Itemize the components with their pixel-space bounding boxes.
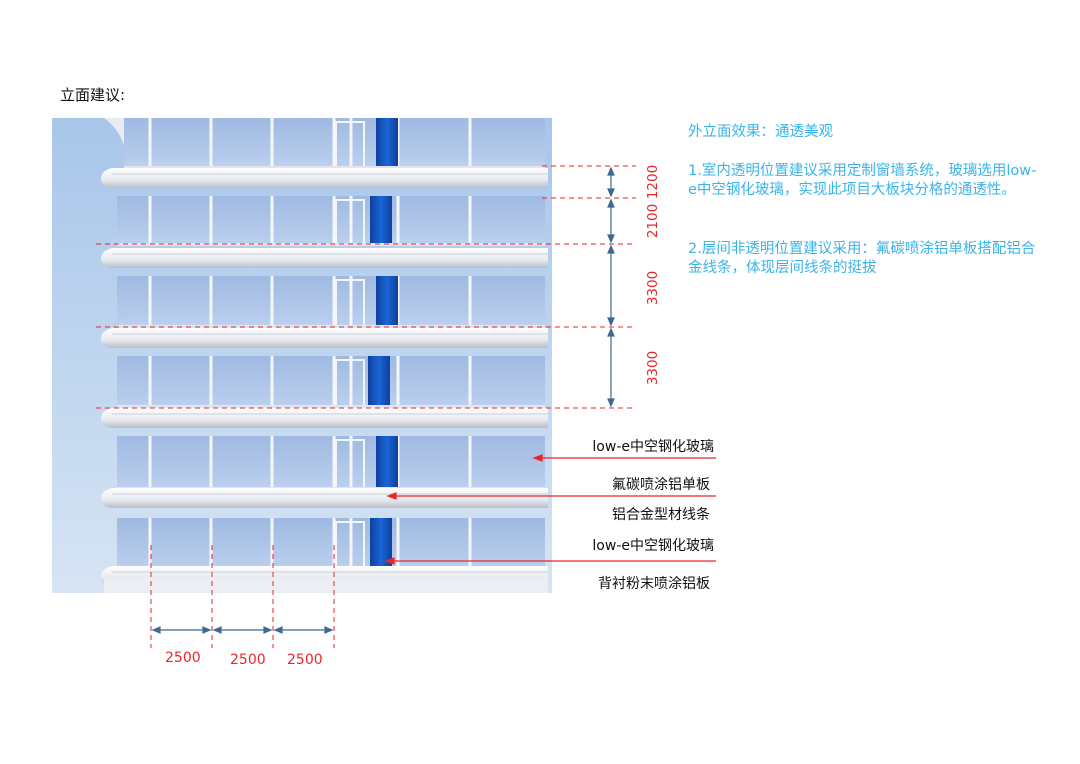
aluminum-accent-panel <box>376 118 398 168</box>
aluminum-accent-panel <box>370 196 392 245</box>
glass-band <box>117 436 545 489</box>
aluminum-accent-panel <box>368 356 390 407</box>
mullion <box>148 276 152 327</box>
mullion <box>209 276 213 327</box>
mullion <box>349 118 353 168</box>
callout-glass-top: low-e中空钢化玻璃 <box>592 439 714 455</box>
mullion <box>148 436 152 489</box>
vertical-dimension-arrows <box>607 166 615 408</box>
mullion <box>468 518 472 570</box>
glass-band <box>117 518 545 570</box>
floor-slab <box>100 488 548 508</box>
dim-label-1200: 1200 <box>645 164 662 200</box>
floor-slab <box>100 168 548 188</box>
mullion <box>148 118 152 168</box>
floor-slab <box>100 248 548 268</box>
mullion <box>468 276 472 327</box>
callout-aluminum-profile: 铝合金型材线条 <box>612 507 710 523</box>
mullion <box>270 196 274 245</box>
mullion <box>349 518 353 570</box>
glass-band <box>117 276 545 327</box>
mullion <box>468 118 472 168</box>
mullion <box>332 436 336 489</box>
mullion <box>349 196 353 245</box>
mullion <box>349 276 353 327</box>
mullion <box>349 436 353 489</box>
mullion <box>332 196 336 245</box>
aluminum-accent-panel <box>370 518 392 570</box>
dim-label-3300-a: 3300 <box>645 270 662 306</box>
callout-aluminum-panel: 氟碳喷涂铝单板 <box>612 477 710 493</box>
mullion <box>209 518 213 570</box>
mullion <box>148 518 152 570</box>
floor-slab <box>100 408 548 428</box>
horizontal-dimension-lines <box>150 545 335 648</box>
mullion <box>209 356 213 407</box>
mullion <box>396 518 400 570</box>
dim-label-2500-a: 2500 <box>165 650 201 666</box>
mullion <box>468 356 472 407</box>
floor-slab <box>100 328 548 348</box>
dim-label-3300-b: 3300 <box>645 350 662 386</box>
mullion <box>468 436 472 489</box>
mullion <box>148 196 152 245</box>
callout-back-panel: 背衬粉末喷涂铝板 <box>598 576 710 592</box>
bottom-rail <box>117 405 545 408</box>
glass-band <box>117 356 545 407</box>
mullion <box>396 356 400 407</box>
mullion <box>270 118 274 168</box>
mullion <box>349 356 353 407</box>
top-corner <box>104 118 124 145</box>
glass-band <box>117 196 545 245</box>
aluminum-accent-panel <box>376 276 398 327</box>
description-point-1: 1.室内透明位置建议采用定制窗墙系统，玻璃选用low-e中空钢化玻璃，实现此项目… <box>688 163 1037 198</box>
mullion <box>332 518 336 570</box>
base-slab <box>104 578 548 593</box>
mullion <box>332 356 336 407</box>
mullion <box>209 436 213 489</box>
dim-label-2500-c: 2500 <box>287 652 323 668</box>
callout-leaders <box>384 454 716 565</box>
aluminum-accent-panel <box>376 436 398 489</box>
description-point-2: 2.层间非透明位置建议采用：氟碳喷涂铝单板搭配铝合金线条，体现层间线条的挺拔 <box>688 241 1036 276</box>
horizontal-dimension-arrows <box>151 626 334 634</box>
vertical-dimension-lines <box>96 165 636 409</box>
mullion <box>270 436 274 489</box>
mullion <box>332 276 336 327</box>
bottom-rail <box>124 166 545 169</box>
mullion <box>332 118 336 168</box>
callout-glass-bottom: low-e中空钢化玻璃 <box>592 538 714 554</box>
dim-label-2500-b: 2500 <box>230 652 266 668</box>
description-heading: 外立面效果：通透美观 <box>688 124 833 140</box>
page-title: 立面建议: <box>60 86 126 104</box>
mullion <box>468 196 472 245</box>
mullion <box>396 196 400 245</box>
dim-label-2100: 2100 <box>645 203 662 239</box>
mullion <box>270 276 274 327</box>
mullion <box>209 196 213 245</box>
mullion <box>148 356 152 407</box>
mullion <box>209 118 213 168</box>
mullion <box>270 518 274 570</box>
mullion <box>270 356 274 407</box>
